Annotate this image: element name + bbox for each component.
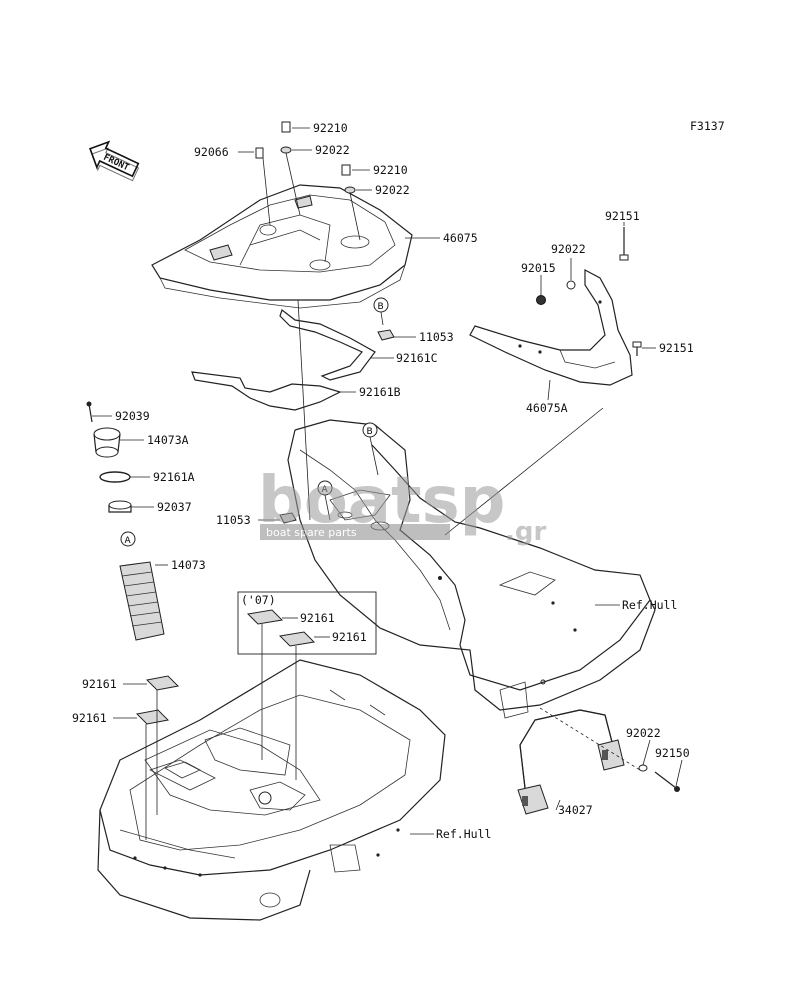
callout-92022-a: 92022 (315, 143, 350, 157)
gasket-92161c (279, 309, 376, 381)
lower-hull (97, 659, 446, 921)
callout-14073a: 14073A (147, 433, 189, 447)
front-arrow-icon: FRONT (89, 140, 140, 182)
watermark: boatsp .gr boat spare parts (258, 464, 546, 547)
callout-ref-hull-2: Ref.Hull (436, 827, 491, 841)
callout-92066: 92066 (194, 145, 229, 159)
callout-92161-box-2: 92161 (332, 630, 367, 644)
callout-46075a: 46075A (526, 401, 568, 415)
callout-11053-b: 11053 (216, 513, 251, 527)
ref-marker-b-top: B (373, 297, 389, 326)
callout-92022-b: 92022 (375, 183, 410, 197)
callout-14073: 14073 (171, 558, 206, 572)
callout-92150: 92150 (655, 746, 690, 760)
callout-year-07: ('07) (241, 593, 276, 607)
callout-92151-a: 92151 (605, 209, 640, 223)
svg-text:B: B (367, 427, 373, 437)
ref-marker-a-hull: A (317, 480, 333, 521)
callout-ref-hull-1: Ref.Hull (622, 598, 677, 612)
callout-92210-a: 92210 (313, 121, 348, 135)
hardware-top (255, 121, 361, 241)
figure-code: F3137 (690, 119, 725, 133)
callout-92161-left-2: 92161 (72, 711, 107, 725)
callout-92015: 92015 (521, 261, 556, 275)
watermark-suffix: .gr (505, 517, 546, 547)
gasket-92161b (191, 371, 342, 411)
callout-11053-a: 11053 (419, 330, 454, 344)
callout-92022-d: 92022 (626, 726, 661, 740)
cover-46075a (469, 269, 633, 386)
callout-92039: 92039 (115, 409, 150, 423)
callout-92210-b: 92210 (373, 163, 408, 177)
watermark-tagline: boat spare parts (266, 526, 357, 539)
callout-92161-left-1: 92161 (82, 677, 117, 691)
callout-92161b: 92161B (359, 385, 401, 399)
callout-46075: 46075 (443, 231, 478, 245)
callout-92161c: 92161C (396, 351, 438, 365)
svg-text:A: A (322, 485, 329, 495)
year-07-box (237, 591, 377, 655)
callout-92161-box-1: 92161 (300, 611, 335, 625)
callout-92022-c: 92022 (551, 242, 586, 256)
svg-text:B: B (378, 302, 384, 312)
handle-34027 (517, 709, 625, 815)
callout-92151-b: 92151 (659, 341, 694, 355)
callout-34027: 34027 (558, 803, 593, 817)
storage-tray-46075 (151, 184, 413, 309)
ref-marker-b-hull: B (362, 422, 379, 476)
callout-92161a: 92161A (153, 470, 195, 484)
svg-text:A: A (125, 536, 132, 546)
callout-92037: 92037 (157, 500, 192, 514)
